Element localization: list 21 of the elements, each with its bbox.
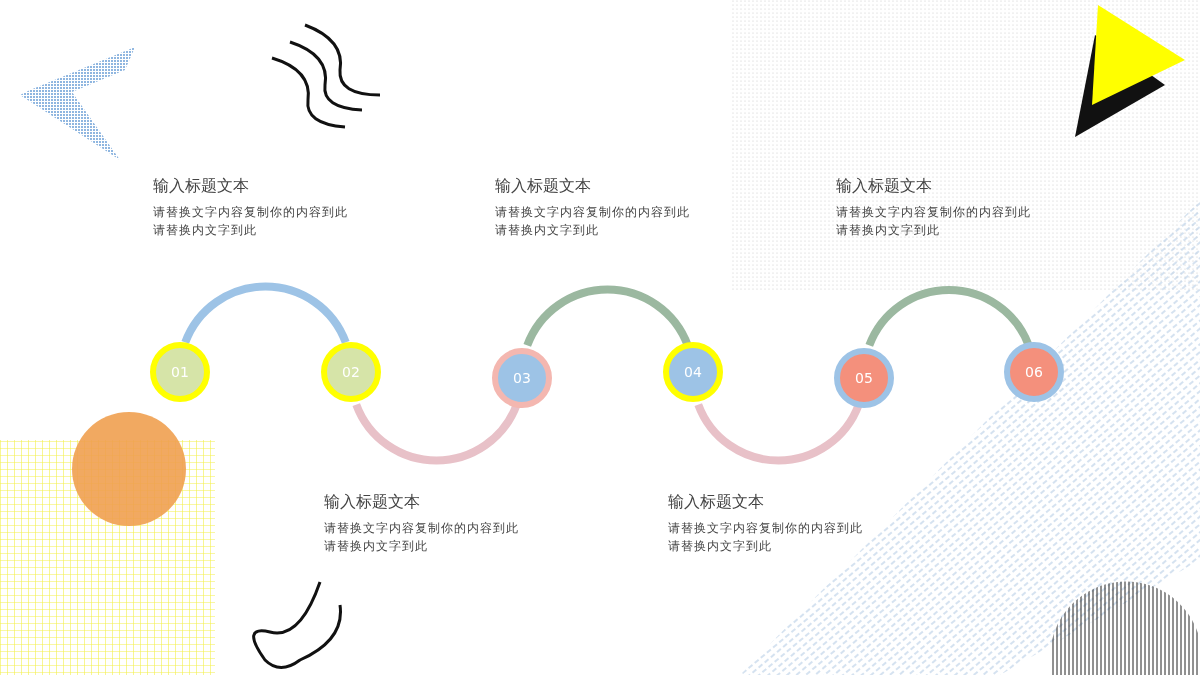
numbered-circle: 06 (1004, 342, 1064, 402)
step-title: 输入标题文本 (153, 176, 249, 197)
arc-connector (523, 285, 692, 348)
numbered-circle: 04 (663, 342, 723, 402)
step-description: 请替换文字内容复制你的内容到此请替换内文字到此 (495, 204, 691, 239)
step-title: 输入标题文本 (495, 176, 591, 197)
step-title: 输入标题文本 (324, 492, 420, 513)
arc-connector (865, 286, 1033, 348)
step-description: 请替换文字内容复制你的内容到此请替换内文字到此 (153, 204, 349, 239)
numbered-circle: 05 (834, 348, 894, 408)
step-description: 请替换文字内容复制你的内容到此请替换内文字到此 (836, 204, 1032, 239)
step-title: 输入标题文本 (668, 492, 764, 513)
numbered-circle: 01 (150, 342, 210, 402)
numbered-circle: 03 (492, 348, 552, 408)
numbered-circle: 02 (321, 342, 381, 402)
arc-connector (694, 402, 863, 465)
step-title: 输入标题文本 (836, 176, 932, 197)
arc-connector (352, 402, 521, 465)
arc-connector (181, 282, 350, 345)
step-description: 请替换文字内容复制你的内容到此请替换内文字到此 (668, 520, 864, 555)
step-description: 请替换文字内容复制你的内容到此请替换内文字到此 (324, 520, 520, 555)
